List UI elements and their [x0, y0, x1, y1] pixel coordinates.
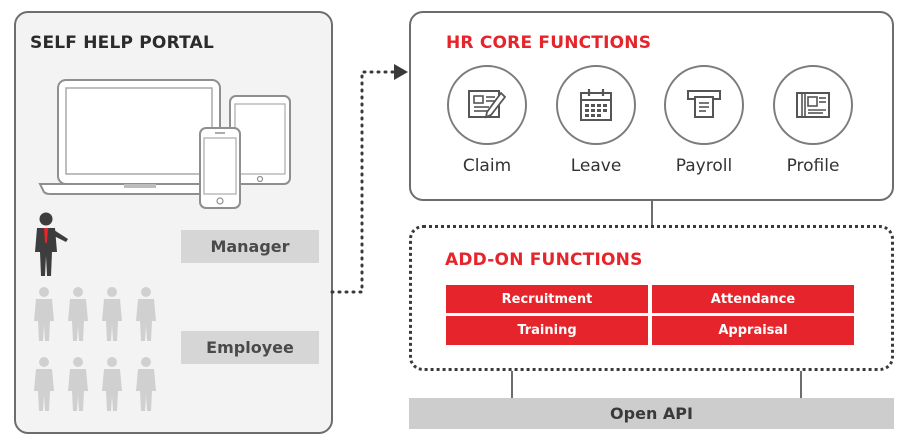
- addon-appraisal[interactable]: Appraisal: [652, 316, 854, 345]
- profile-label: Profile: [786, 156, 840, 176]
- claim-label: Claim: [462, 156, 512, 176]
- open-api-bar: Open API: [409, 398, 894, 429]
- calendar-icon: [580, 89, 612, 121]
- addon-recruitment[interactable]: Recruitment: [446, 285, 648, 313]
- profile-function[interactable]: [773, 65, 853, 145]
- leave-function[interactable]: [556, 65, 636, 145]
- manager-label: Manager: [181, 230, 319, 263]
- addon-training[interactable]: Training: [446, 316, 648, 345]
- core-addon-connector: [651, 201, 653, 226]
- claim-function[interactable]: [447, 65, 527, 145]
- payslip-icon: [687, 90, 721, 118]
- employee-label: Employee: [181, 331, 319, 364]
- portal-title: SELF HELP PORTAL: [30, 33, 214, 53]
- payroll-label: Payroll: [675, 156, 733, 176]
- core-title: HR CORE FUNCTIONS: [446, 33, 652, 53]
- profile-card-icon: [796, 92, 830, 118]
- addon-api-connector-left: [511, 371, 513, 398]
- phone-icon: [199, 127, 241, 209]
- addon-api-connector-right: [800, 371, 802, 398]
- addon-title: ADD-ON FUNCTIONS: [445, 250, 643, 270]
- payroll-function[interactable]: [664, 65, 744, 145]
- add-on-functions-panel: ADD-ON FUNCTIONS: [409, 225, 894, 371]
- addon-attendance[interactable]: Attendance: [652, 285, 854, 313]
- claim-form-icon: [468, 90, 507, 119]
- manager-figure-icon: [35, 212, 68, 276]
- devices-illustration: [38, 79, 291, 209]
- employees-group-icon: [34, 287, 156, 411]
- leave-label: Leave: [570, 156, 622, 176]
- arrow-head-icon: [394, 64, 408, 80]
- portal-to-core-connector: [330, 64, 408, 294]
- tablet-icon: [229, 95, 291, 185]
